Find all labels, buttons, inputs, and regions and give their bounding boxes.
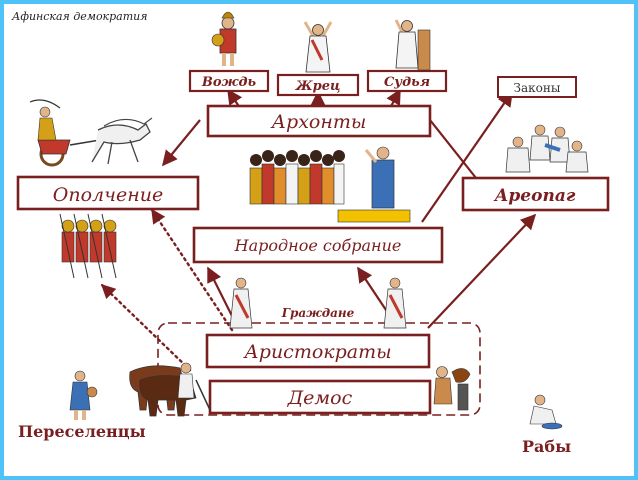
settler-figure (69, 370, 98, 420)
box-zakony: Законы (497, 76, 577, 98)
box-arhonty: Архонты (206, 104, 432, 138)
box-narodnoe: Народное собрание (192, 226, 444, 264)
box-aristokraty-label: Аристократы (242, 341, 391, 363)
box-zhrec: Жрец (276, 73, 360, 97)
priest-figure (303, 21, 333, 73)
label-pereselency: Переселенцы (18, 422, 146, 441)
box-demos: Демос (208, 379, 432, 415)
box-areopag-label: Ареопаг (493, 186, 576, 206)
box-demos-label: Демос (287, 387, 353, 409)
box-arhonty-label: Архонты (270, 111, 367, 133)
box-narodnoe-label: Народное собрание (234, 236, 402, 255)
citizen-left-figure (229, 277, 253, 329)
diagram-title: Афинская демократия (11, 10, 148, 23)
elders-figure (505, 124, 589, 173)
citizen-right-figure (383, 277, 407, 329)
oxen-plough-figure (129, 362, 211, 417)
judge-figure (394, 19, 431, 71)
hoplites-figure (59, 213, 117, 279)
box-areopag: Ареопаг (461, 176, 610, 212)
potter-figure (433, 366, 471, 411)
connector-lines (162, 88, 537, 329)
box-vozhd-label: Вождь (201, 75, 257, 90)
box-opolchenie-label: Ополчение (53, 184, 163, 206)
assembly-crowd-figure (249, 146, 411, 223)
box-sudya: Судья (366, 69, 448, 93)
slave-figure (529, 394, 563, 430)
box-opolchenie: Ополчение (16, 175, 200, 211)
warrior-figure (211, 11, 237, 66)
label-grazhdane: Граждане (281, 306, 355, 320)
box-sudya-label: Судья (384, 75, 430, 90)
box-aristokraty: Аристократы (205, 333, 431, 369)
box-zhrec-label: Жрец (295, 79, 341, 94)
box-vozhd: Вождь (188, 69, 270, 93)
chariot-figure (29, 99, 153, 167)
dotted-arrows (100, 208, 234, 372)
box-zakony-label: Законы (514, 81, 561, 95)
label-raby: Рабы (522, 437, 571, 456)
